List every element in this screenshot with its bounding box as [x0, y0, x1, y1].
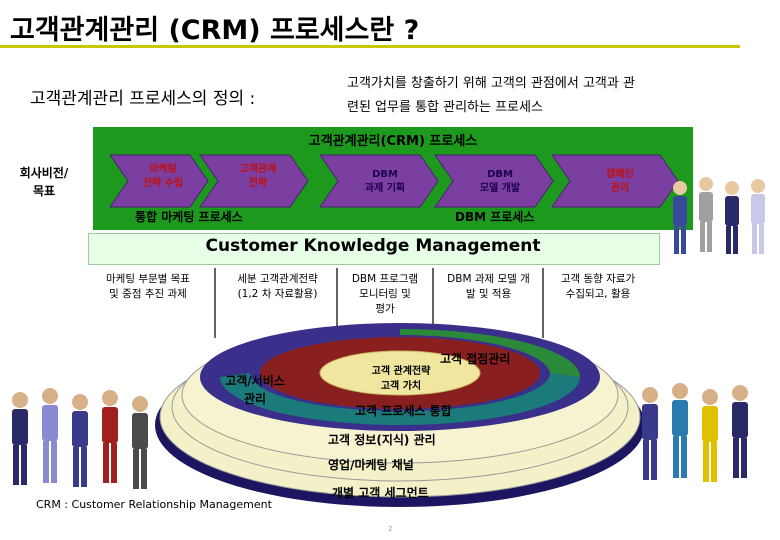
step-4-label: DBM 모델 개발: [479, 169, 521, 194]
person-icon: [699, 177, 713, 252]
ring-process-integration: [220, 373, 580, 425]
sub-desc-5: 고객 동향 자료가 수집되고, 활용: [560, 273, 636, 300]
person-icon: [12, 392, 28, 485]
ring-contact: [400, 329, 580, 377]
divider-2: [336, 268, 338, 338]
ckm-bar: [88, 233, 660, 265]
dbm-process-label: DBM 프로세스: [455, 210, 535, 224]
segment-label: 개별 고객 세그먼트: [332, 486, 429, 500]
step-3-label: DBM 과제 기획: [364, 169, 406, 194]
definition-text: 고객가치를 창출하기 위해 고객의 관점에서 고객과 관 련된 업무를 통합 관…: [347, 72, 757, 120]
contact-label: 고객 접점관리: [440, 352, 511, 366]
people-group-right: [642, 383, 748, 482]
sub-desc-1: 마케팅 부문별 목표 및 중점 추진 과제: [106, 273, 190, 300]
process-band-title: 고객관계관리(CRM) 프로세스: [308, 134, 478, 149]
process-integration-label: 고객 프로세스 통합: [355, 404, 452, 418]
process-chevrons: [109, 154, 679, 208]
divider-1: [214, 268, 216, 338]
sub-desc-4: DBM 과제 모델 개 발 및 적용: [447, 273, 530, 300]
definition-line-1: 고객가치를 창출하기 위해 고객의 관점에서 고객과 관: [347, 76, 635, 91]
person-icon: [732, 385, 748, 478]
definition-label: 고객관계관리 프로세스의 정의 :: [30, 89, 256, 109]
person-icon: [642, 387, 658, 480]
crm-ring-diagram: [155, 323, 645, 507]
person-icon: [132, 396, 148, 489]
divider-3: [432, 268, 434, 338]
chevron-step-4: [434, 154, 554, 208]
vision-line-1: 회사비전/: [19, 166, 69, 180]
page-title: 고객관계관리 (CRM) 프로세스란 ?: [10, 15, 420, 46]
person-icon: [72, 394, 88, 487]
sub-desc-2: 세분 고객관계전략 (1,2 차 자료활용): [237, 273, 318, 300]
company-vision: 회사비전/ 목표: [4, 164, 84, 200]
chevron-step-1: [109, 154, 209, 208]
sub-desc-3: DBM 프로그램 모니터링 및 평가: [351, 273, 419, 315]
chevron-step-3: [319, 154, 439, 208]
person-icon: [42, 388, 58, 483]
people-group-right-top: [673, 177, 765, 254]
person-icon: [673, 181, 687, 254]
knowledge-label: 고객 정보(지식) 관리: [328, 433, 436, 447]
vision-line-2: 목표: [32, 184, 56, 198]
step-5-label: 캠페인 관리: [606, 169, 634, 194]
page-number: 2: [388, 525, 393, 533]
definition-line-2: 련된 업무를 통합 관리하는 프로세스: [347, 100, 543, 115]
footer-note: CRM : Customer Relationship Management: [36, 498, 272, 511]
title-underline: [0, 45, 740, 48]
person-icon: [102, 390, 118, 483]
divider-4: [542, 268, 544, 338]
step-1-label: 마케팅 전략 수립: [142, 164, 184, 189]
person-icon: [751, 179, 765, 254]
channel-label: 영업/마케팅 채널: [328, 458, 414, 472]
integrated-marketing-label: 통합 마케팅 프로세스: [135, 210, 243, 224]
chevron-step-2: [199, 154, 309, 208]
ckm-title: Customer Knowledge Management: [205, 236, 541, 256]
person-icon: [725, 181, 739, 254]
center-label: 고객 관계전략 고객 가치: [371, 366, 431, 392]
person-icon: [702, 389, 718, 482]
ring-center: [319, 350, 481, 396]
service-label: 고객/서비스 관리: [225, 374, 285, 406]
step-2-label: 고객관계 전략: [239, 164, 277, 189]
people-group-left: [12, 388, 148, 489]
person-icon: [672, 383, 688, 478]
chevron-step-5: [551, 154, 679, 208]
